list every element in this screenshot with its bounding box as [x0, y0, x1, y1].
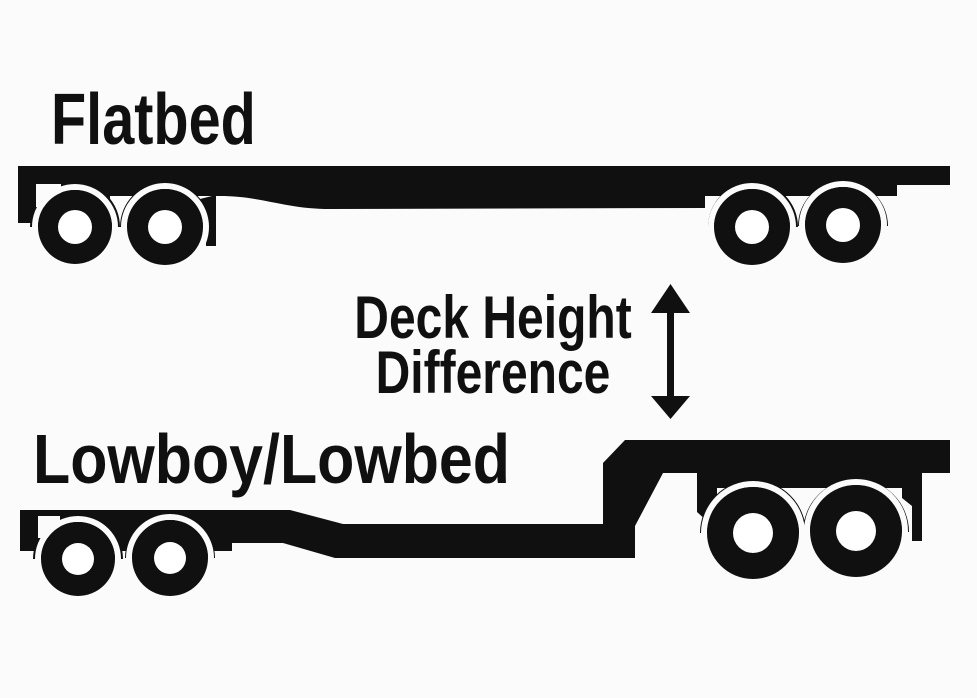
- arrow-head-down: [651, 396, 690, 419]
- flatbed-trailer-silhouette: [18, 166, 950, 271]
- lowboy-label: Lowboy/Lowbed: [33, 420, 511, 498]
- annotation-line-1: Deck Height: [354, 284, 632, 351]
- flatbed-wheels: [32, 181, 887, 271]
- lowboy-wheels: [35, 479, 908, 602]
- arrow-shaft: [667, 310, 674, 398]
- annotation-line-2: Difference: [375, 339, 611, 406]
- lowboy-right-bracket: [902, 473, 922, 541]
- flatbed-deck: [18, 166, 950, 223]
- arrow-head-up: [651, 284, 690, 313]
- deck-height-annotation: Deck Height Difference: [325, 284, 661, 406]
- flatbed-label: Flatbed: [51, 80, 256, 160]
- lowboy-trailer-silhouette: [20, 440, 950, 602]
- lowboy-body: [20, 440, 950, 558]
- deck-height-arrow-icon: [651, 284, 690, 419]
